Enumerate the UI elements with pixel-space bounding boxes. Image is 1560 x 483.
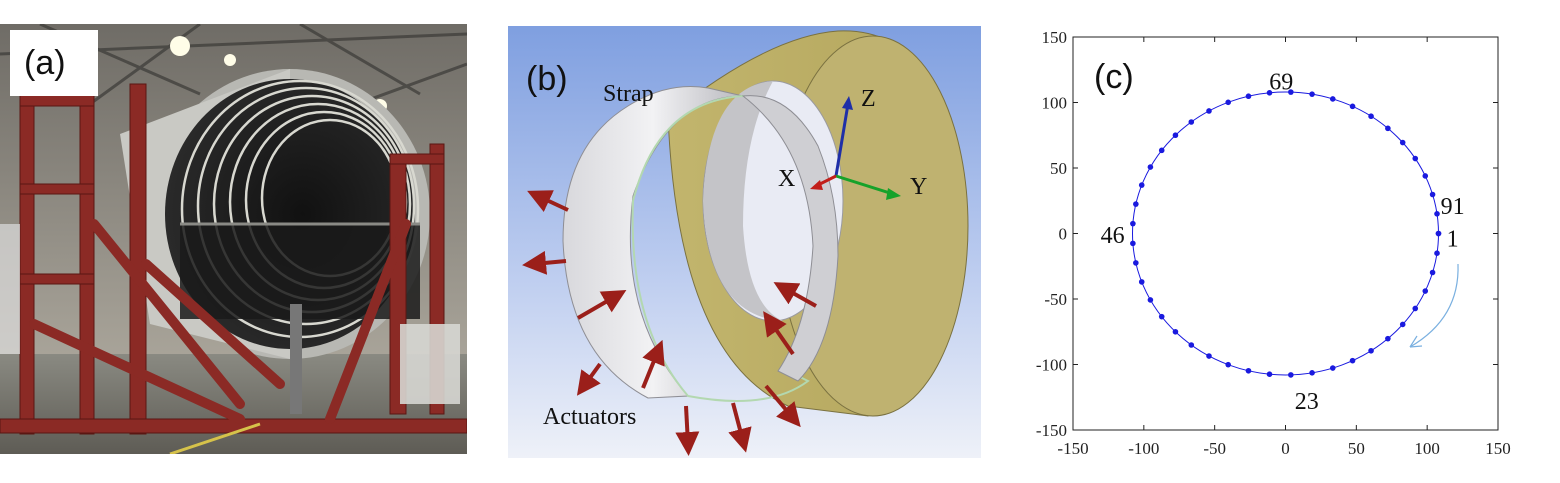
x-tick-label: 50 <box>1348 439 1365 458</box>
data-point <box>1385 335 1391 342</box>
direction-arrowhead <box>1409 335 1423 348</box>
data-point <box>1399 139 1406 146</box>
data-point <box>1147 297 1154 303</box>
fuselage-test-fixture-photo <box>0 24 467 454</box>
actuator-arrows <box>522 190 817 456</box>
data-point <box>1266 371 1273 378</box>
x-tick-label: 0 <box>1281 439 1290 458</box>
data-point <box>1130 240 1136 247</box>
data-point <box>1206 108 1212 114</box>
data-point <box>1349 103 1356 110</box>
data-point <box>1399 321 1406 328</box>
panel-label-b: (b) <box>526 60 568 98</box>
y-tick-label: 100 <box>1042 94 1068 113</box>
y-tick-label: -50 <box>1044 290 1067 309</box>
axis-label-y: Y <box>910 174 928 200</box>
data-point <box>1130 220 1136 227</box>
y-tick-label: -150 <box>1036 421 1067 440</box>
data-point <box>1422 173 1429 179</box>
data-point <box>1138 182 1145 188</box>
point-label: 69 <box>1269 70 1293 96</box>
data-point <box>1245 93 1252 100</box>
y-tick-label: 150 <box>1042 28 1068 47</box>
panel-label-box <box>10 30 98 96</box>
data-point <box>1429 269 1436 276</box>
data-point <box>1245 367 1252 374</box>
circle-line <box>1132 91 1439 376</box>
data-point <box>1435 230 1442 237</box>
data-point <box>1349 357 1356 364</box>
photo-panel-a: (a) <box>0 24 467 454</box>
data-point <box>1368 113 1374 120</box>
data-point <box>1172 328 1179 335</box>
data-point <box>1329 96 1336 102</box>
data-point <box>1138 279 1145 285</box>
data-point <box>1288 89 1294 95</box>
strap-label: Strap <box>603 81 654 107</box>
point-label: 91 <box>1441 194 1465 220</box>
y-tick-label: 0 <box>1059 225 1068 244</box>
data-point <box>1147 164 1154 170</box>
x-tick-label: 150 <box>1485 439 1511 458</box>
x-tick-label: -150 <box>1057 439 1088 458</box>
data-point <box>1412 155 1419 162</box>
data-point <box>1158 147 1165 154</box>
data-point <box>1266 89 1273 96</box>
direction-arrow <box>1409 263 1459 348</box>
cylinder-model-diagram <box>508 26 981 458</box>
y-tick-label: -100 <box>1036 356 1067 375</box>
data-point <box>1133 260 1139 266</box>
x-tick-label: -100 <box>1128 439 1159 458</box>
data-point <box>1188 119 1195 125</box>
axis-label-x: X <box>778 166 796 192</box>
x-tick-label: -50 <box>1203 439 1226 458</box>
data-point <box>1133 201 1139 207</box>
plot-panel-c: -150 -100 -50 0 50 100 150 150 100 50 0 -50 -100 -150… <box>1020 18 1550 478</box>
data-point <box>1158 313 1165 320</box>
data-point <box>1429 191 1436 198</box>
actuators-label: Actuators <box>543 404 637 430</box>
data-point <box>1206 353 1212 359</box>
x-tick-label: 100 <box>1414 439 1440 458</box>
data-point <box>1368 347 1374 354</box>
y-tick-label: 50 <box>1050 159 1067 178</box>
point-label: 46 <box>1101 223 1125 249</box>
axis-label-z: Z <box>861 86 876 112</box>
coordinate-axes <box>810 96 901 200</box>
circle-points-chart: -150 -100 -50 0 50 100 150 150 100 50 0 -50 -100 -150… <box>1036 28 1511 458</box>
data-point <box>1309 370 1315 376</box>
panel-label-c: (c) <box>1094 58 1134 96</box>
data-point <box>1412 305 1419 312</box>
data-point <box>1225 99 1231 106</box>
plot-frame <box>1072 36 1499 431</box>
data-point <box>1434 211 1440 217</box>
data-point <box>1422 288 1429 294</box>
point-label: 1 <box>1447 227 1459 253</box>
panel-label-a: (a) <box>24 44 66 82</box>
data-point <box>1188 342 1195 348</box>
data-point <box>1309 91 1315 97</box>
data-point <box>1329 365 1336 371</box>
point-label: 23 <box>1295 389 1319 415</box>
data-point <box>1288 372 1294 378</box>
data-point <box>1225 361 1231 368</box>
data-point <box>1385 125 1391 132</box>
model-panel-b: (b) Strap Actuators Z X Y <box>508 26 981 458</box>
data-point <box>1434 250 1440 256</box>
data-point <box>1172 132 1179 139</box>
